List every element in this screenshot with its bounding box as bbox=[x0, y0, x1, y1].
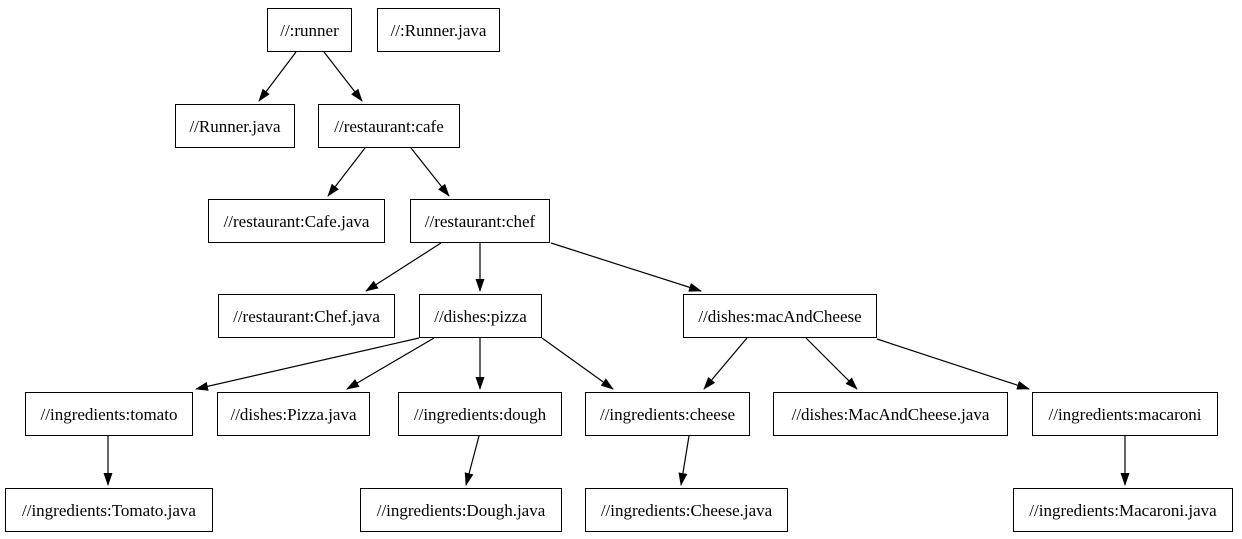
graph-node-label: //ingredients:dough bbox=[413, 404, 547, 424]
graph-node-label: //restaurant:cafe bbox=[334, 116, 444, 136]
graph-node-label: //restaurant:Chef.java bbox=[233, 306, 380, 326]
graph-node-pizza-java: //dishes:Pizza.java bbox=[217, 392, 370, 436]
graph-edge-cafe-to-cafe-java bbox=[327, 147, 366, 197]
graph-edge-chef-to-mac-and-cheese bbox=[550, 242, 702, 292]
graph-node-label: //restaurant:Cafe.java bbox=[223, 211, 370, 231]
graph-node-tomato-java: //ingredients:Tomato.java bbox=[5, 488, 213, 532]
graph-node-dough-java: //ingredients:Dough.java bbox=[360, 488, 562, 532]
graph-node-runner-java-src: //:Runner.java bbox=[377, 8, 500, 52]
graph-node-label: //ingredients:macaroni bbox=[1048, 404, 1202, 424]
graph-node-label: //ingredients:Dough.java bbox=[376, 500, 546, 520]
graph-edge-pizza-to-tomato bbox=[195, 337, 420, 391]
graph-node-label: //restaurant:chef bbox=[424, 211, 536, 231]
graph-node-label: //ingredients:tomato bbox=[40, 404, 178, 424]
graph-node-cheese: //ingredients:cheese bbox=[585, 392, 750, 436]
graph-node-cafe: //restaurant:cafe bbox=[318, 104, 460, 148]
graph-node-runner: //:runner bbox=[267, 8, 352, 52]
graph-node-macaroni-java: //ingredients:Macaroni.java bbox=[1013, 488, 1233, 532]
graph-node-label: //ingredients:Macaroni.java bbox=[1029, 500, 1217, 520]
graph-edge-mac-and-cheese-to-cheese bbox=[703, 337, 748, 390]
graph-edge-cheese-to-cheese-java bbox=[678, 435, 690, 486]
graph-node-label: //:runner bbox=[280, 20, 339, 40]
graph-edge-dough-to-dough-java bbox=[464, 435, 480, 486]
graph-edge-cafe-to-chef bbox=[410, 147, 450, 197]
graph-edge-mac-and-cheese-to-macaroni bbox=[876, 338, 1030, 390]
graph-node-cheese-java: //ingredients:Cheese.java bbox=[585, 488, 788, 532]
graph-node-label: //ingredients:Tomato.java bbox=[22, 500, 196, 520]
graph-node-pizza: //dishes:pizza bbox=[419, 294, 542, 338]
graph-node-label: //:Runner.java bbox=[390, 20, 487, 40]
graph-node-tomato: //ingredients:tomato bbox=[25, 392, 193, 436]
graph-edge-runner-to-cafe bbox=[323, 51, 363, 102]
graph-edge-mac-and-cheese-to-mac-and-cheese-java bbox=[805, 337, 858, 390]
graph-node-label: //dishes:pizza bbox=[434, 306, 527, 326]
graph-edge-pizza-to-cheese bbox=[541, 337, 614, 390]
graph-node-cafe-java: //restaurant:Cafe.java bbox=[208, 199, 385, 243]
graph-node-label: //dishes:macAndCheese bbox=[698, 306, 862, 326]
graph-node-label: //dishes:MacAndCheese.java bbox=[791, 404, 990, 424]
graph-node-mac-and-cheese-java: //dishes:MacAndCheese.java bbox=[773, 392, 1008, 436]
graph-node-macaroni: //ingredients:macaroni bbox=[1032, 392, 1218, 436]
graph-node-mac-and-cheese: //dishes:macAndCheese bbox=[683, 294, 877, 338]
graph-node-chef-java: //restaurant:Chef.java bbox=[218, 294, 395, 338]
graph-node-runner-java: //Runner.java bbox=[175, 104, 295, 148]
graph-edge-runner-to-runner-java bbox=[258, 51, 297, 102]
graph-node-label: //dishes:Pizza.java bbox=[230, 404, 357, 424]
graph-node-label: //ingredients:Cheese.java bbox=[600, 500, 773, 520]
graph-node-label: //Runner.java bbox=[189, 116, 281, 136]
graph-edge-pizza-to-pizza-java bbox=[346, 337, 435, 390]
graph-edge-chef-to-chef-java bbox=[365, 242, 442, 292]
graph-node-label: //ingredients:cheese bbox=[599, 404, 735, 424]
graph-node-dough: //ingredients:dough bbox=[398, 392, 562, 436]
graph-node-chef: //restaurant:chef bbox=[410, 199, 550, 243]
